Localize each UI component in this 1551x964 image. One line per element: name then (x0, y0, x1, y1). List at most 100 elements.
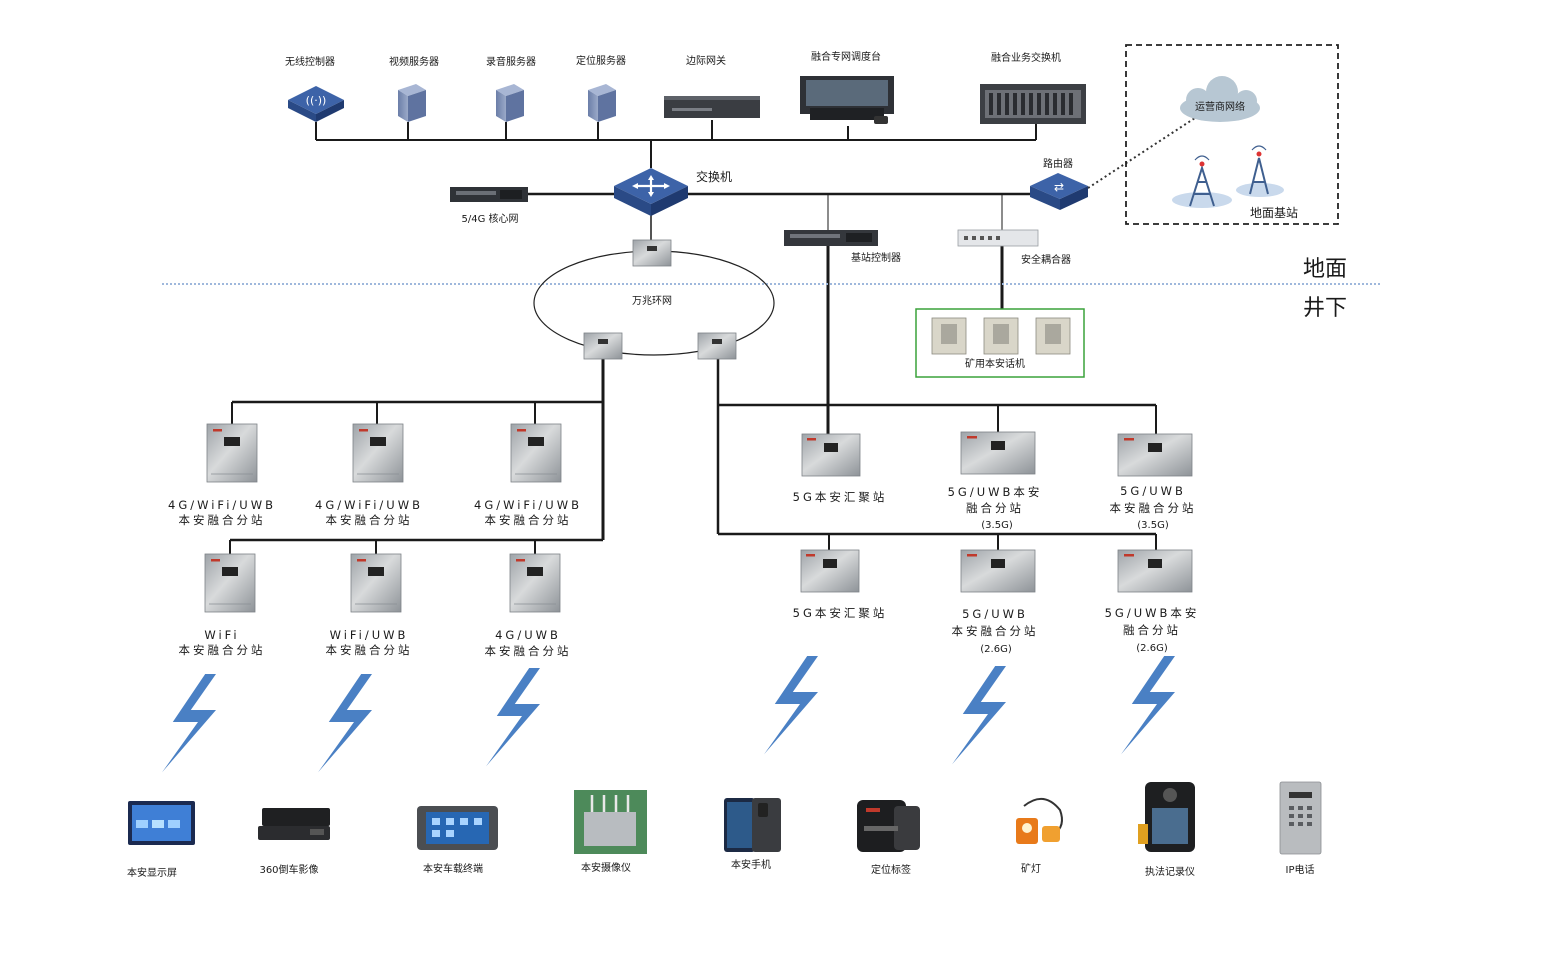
coupler-icon (957, 229, 1039, 247)
svg-text:⇄: ⇄ (1054, 180, 1064, 194)
substation-icon (509, 553, 561, 613)
mine-lamp-icon (1016, 798, 1063, 844)
substation-icon (960, 431, 1036, 475)
dispatch-console-icon (800, 76, 894, 124)
location-tag-icon (857, 800, 920, 852)
ring-node (697, 332, 737, 360)
substation-name: 本安融合分站 (485, 513, 572, 527)
substation-icon (1117, 549, 1193, 593)
top-device-label: 无线控制器 (285, 55, 335, 68)
substation-type: 4G/WiFi/UWB (315, 498, 423, 512)
substation-type: 5G/UWB本安 (1105, 606, 1200, 620)
bs-controller-icon (784, 230, 878, 246)
underground-label: 井下 (1303, 296, 1347, 321)
substation-type: 5G本安汇聚站 (793, 490, 888, 504)
switch-label: 交换机 (696, 169, 732, 184)
terminal-label: 执法记录仪 (1145, 865, 1195, 878)
vehicle-terminal-icon (417, 806, 498, 850)
carrier-cloud-label: 运营商网络 (1195, 100, 1245, 113)
terminal-label: 定位标签 (871, 863, 911, 876)
substation-band: (3.5G) (1137, 520, 1169, 531)
server-icon (496, 84, 524, 122)
body-recorder-icon (1138, 782, 1195, 852)
base-station-icon (1172, 145, 1284, 208)
substation-type: 5G本安汇聚站 (793, 606, 888, 620)
service-switch-icon (980, 84, 1086, 124)
substation-name: 本安融合分站 (326, 513, 413, 527)
substation-type: 4G/UWB (495, 628, 561, 642)
core-network-icon (450, 187, 528, 202)
mine-phone-icon (983, 317, 1019, 355)
top-device-label: 视频服务器 (389, 55, 439, 68)
wireless-bolt-icon (162, 674, 216, 773)
surface-label: 地面 (1303, 257, 1347, 282)
top-device-label: 边际网关 (686, 54, 726, 67)
substation-icon (1117, 433, 1193, 477)
substation-icon (352, 423, 404, 483)
ip-phone-icon (1279, 781, 1322, 855)
core-network-label: 5/4G 核心网 (461, 212, 518, 225)
terminal-label: IP电话 (1286, 863, 1315, 876)
wireless-bolt-icon (318, 674, 372, 773)
substation-type: 4G/WiFi/UWB (474, 498, 582, 512)
gateway-icon (664, 96, 760, 118)
substation-name: 本安融合分站 (179, 513, 266, 527)
top-device-label: 融合专网调度台 (811, 50, 881, 63)
bs-controller-label: 基站控制器 (851, 251, 901, 264)
substation-type: 4G/WiFi/UWB (168, 498, 276, 512)
substation-type: 5G/UWB (962, 607, 1028, 621)
cloud-icon (1180, 76, 1260, 122)
camera-icon (574, 790, 647, 854)
substation-band: (2.6G) (1136, 643, 1168, 654)
terminal-label: 360倒车影像 (259, 863, 318, 876)
terminal-label: 本安显示屏 (127, 866, 177, 879)
substation-name: 本安融合分站 (326, 643, 413, 657)
top-device-label: 录音服务器 (486, 55, 536, 68)
substation-icon (350, 553, 402, 613)
router-label: 路由器 (1043, 157, 1073, 170)
wireless-controller-icon: ((·)) (288, 86, 344, 122)
terminal-label: 本安手机 (731, 858, 771, 871)
terminal-label: 矿灯 (1021, 862, 1041, 875)
switch-icon (614, 168, 688, 216)
mine-phone-label: 矿用本安话机 (965, 357, 1025, 370)
ground-station-label: 地面基站 (1250, 206, 1298, 220)
phone-icon (724, 798, 781, 852)
substation-band: (2.6G) (980, 644, 1012, 655)
carrier-network-box: 运营商网络 地面基站 (1125, 44, 1339, 225)
coupler-label: 安全耦合器 (1021, 253, 1071, 266)
ring-node (583, 332, 623, 360)
substation-name: 本安融合分站 (952, 624, 1039, 638)
top-device-label: 融合业务交换机 (991, 51, 1061, 64)
terminal-label: 本安车载终端 (423, 862, 483, 875)
mine-phone-icon (1035, 317, 1071, 355)
ring-label: 万兆环网 (632, 295, 672, 307)
substation-icon (206, 423, 258, 483)
substation-icon (960, 549, 1036, 593)
mine-phone-icon (931, 317, 967, 355)
aggregation-station-icon (800, 549, 860, 593)
substation-type: 5G/UWB (1120, 484, 1186, 498)
server-icon (588, 84, 616, 122)
connection-lines (229, 120, 1157, 554)
substation-type: WiFi/UWB (330, 628, 409, 642)
wireless-bolt-icon (1121, 656, 1175, 755)
top-device-label: 定位服务器 (576, 54, 626, 67)
substation-band: (3.5G) (981, 520, 1013, 531)
substation-name: 本安融合分站 (179, 643, 266, 657)
mine-phones-box: 矿用本安话机 (915, 308, 1085, 378)
reverse-camera-icon (258, 808, 330, 840)
terminal-label: 本安摄像仪 (581, 861, 631, 874)
wireless-bolt-icon (952, 666, 1006, 765)
svg-text:((·)): ((·)) (306, 94, 327, 107)
aggregation-station-icon (801, 433, 861, 477)
display-screen-icon (128, 801, 195, 845)
substation-type: 5G/UWB本安 (948, 485, 1043, 499)
server-icon (398, 84, 426, 122)
substation-type: WiFi (204, 628, 239, 642)
substation-icon (510, 423, 562, 483)
ring-node (632, 239, 672, 267)
substation-name: 融合分站 (1123, 623, 1181, 637)
substation-name: 融合分站 (966, 501, 1024, 515)
